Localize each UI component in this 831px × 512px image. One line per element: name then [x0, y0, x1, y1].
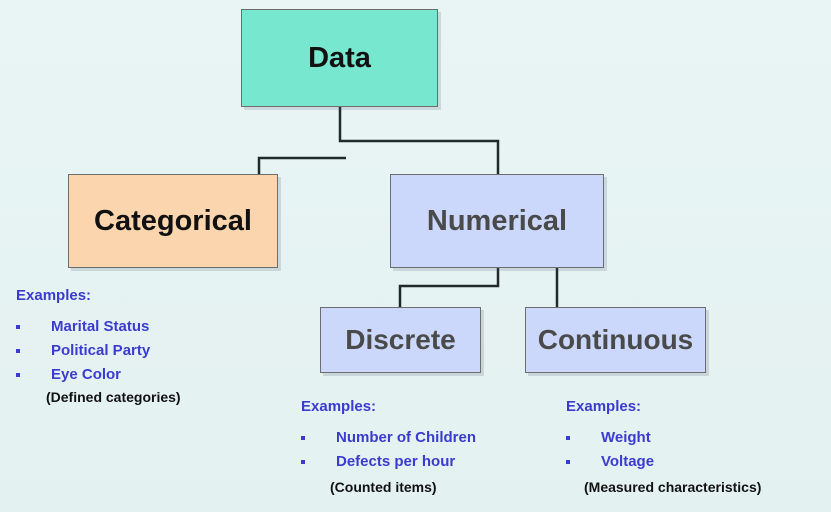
- discrete-node: Discrete: [320, 307, 481, 373]
- categorical-node-label: Categorical: [94, 204, 252, 237]
- continuous-examples-title: Examples:: [566, 398, 642, 415]
- categorical-example-text: Political Party: [51, 342, 151, 359]
- continuous-example-text: Weight: [601, 429, 651, 446]
- continuous-note: (Measured characteristics): [584, 479, 762, 495]
- square-bullet-icon: [566, 460, 570, 464]
- connector-numerical-to-discrete: [398, 268, 500, 307]
- square-bullet-icon: [16, 373, 20, 377]
- discrete-example-text: Number of Children: [336, 429, 477, 446]
- discrete-examples-title: Examples:: [301, 398, 377, 415]
- categorical-note: (Defined categories): [46, 389, 181, 405]
- square-bullet-icon: [301, 436, 305, 440]
- data-node: Data: [241, 9, 438, 107]
- categorical-example-text: Eye Color: [51, 366, 122, 383]
- categorical-example-text: Marital Status: [51, 318, 150, 335]
- square-bullet-icon: [301, 460, 305, 464]
- categorical-node: Categorical: [68, 174, 278, 268]
- continuous-node-label: Continuous: [537, 324, 694, 355]
- square-bullet-icon: [566, 436, 570, 440]
- connector-categorical-stub: [257, 156, 346, 174]
- discrete-example-text: Defects per hour: [336, 453, 456, 470]
- numerical-node: Numerical: [390, 174, 604, 268]
- square-bullet-icon: [16, 325, 20, 329]
- continuous-node: Continuous: [525, 307, 706, 373]
- discrete-note: (Counted items): [330, 479, 437, 495]
- categorical-examples-title: Examples:: [16, 287, 92, 304]
- continuous-example-text: Voltage: [601, 453, 655, 470]
- square-bullet-icon: [16, 349, 20, 353]
- data-node-label: Data: [308, 41, 371, 74]
- numerical-node-label: Numerical: [426, 204, 568, 237]
- discrete-node-label: Discrete: [345, 324, 456, 355]
- connector-data-to-numerical: [338, 107, 500, 174]
